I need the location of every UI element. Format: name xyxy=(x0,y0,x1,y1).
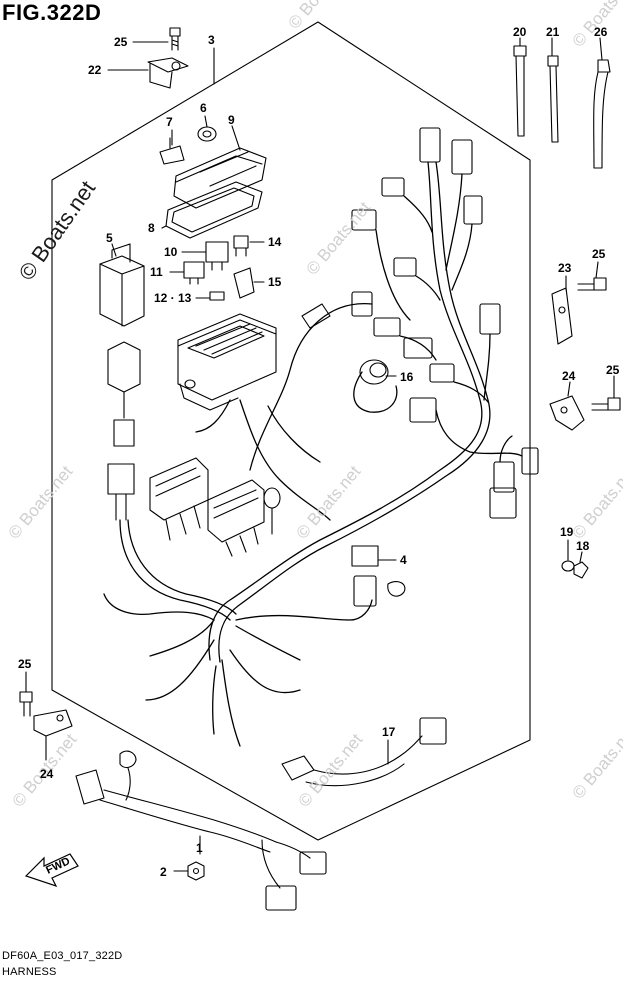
callout-10: 10 xyxy=(164,245,178,259)
callout-17: 17 xyxy=(382,725,396,739)
part-23-bracket xyxy=(551,287,573,345)
callout-25-top: 25 xyxy=(114,35,128,49)
assembly-outline xyxy=(51,21,531,841)
figure-code: DF60A_E03_017_322D xyxy=(2,950,123,962)
part-4-connector xyxy=(351,545,406,607)
part-25-bolt-right-a xyxy=(577,277,607,291)
callout-3: 3 xyxy=(208,33,215,47)
watermark-faint-6: © Boats.net xyxy=(569,462,623,543)
part-10-relay xyxy=(205,241,229,271)
main-fuse-box xyxy=(177,313,277,411)
callout-19: 19 xyxy=(560,525,574,539)
part-22-bracket xyxy=(147,57,189,89)
part-6-grommet xyxy=(197,126,217,142)
callout-18: 18 xyxy=(576,539,590,553)
callout-23: 23 xyxy=(558,261,572,275)
callout-25-right-b: 25 xyxy=(606,363,620,377)
watermark-faint-8: © Boats.net xyxy=(295,730,367,811)
callout-15: 15 xyxy=(268,275,282,289)
callout-1: 1 xyxy=(196,841,203,855)
part-17-harness xyxy=(281,717,447,787)
callout-5: 5 xyxy=(106,231,113,245)
part-7-clip xyxy=(159,137,185,165)
callout-20: 20 xyxy=(513,25,527,39)
part-21-cable-tie xyxy=(547,55,559,143)
connector-left-2 xyxy=(107,463,135,521)
part-2-nut xyxy=(187,861,205,881)
part-18-nut xyxy=(573,561,589,579)
part-20-cable-tie xyxy=(513,45,527,137)
connector-block-a xyxy=(149,457,209,541)
watermark-faint-4: © Boats.net xyxy=(5,462,77,543)
callout-16: 16 xyxy=(400,370,414,384)
connector-top-right-1 xyxy=(351,127,539,519)
watermark-faint-1: © Boats.net xyxy=(285,0,357,33)
connector-left-1 xyxy=(107,341,141,447)
watermark-main: © Boats.net xyxy=(14,176,101,285)
part-25-bolt-right-b xyxy=(591,397,621,411)
callout-25-right-a: 25 xyxy=(592,247,606,261)
callout-24-right: 24 xyxy=(562,369,576,383)
callout-4: 4 xyxy=(400,553,407,567)
sensor-plug-left xyxy=(301,303,331,329)
part-24-bracket-right xyxy=(549,395,585,431)
part-25-bolt-lower-left xyxy=(19,691,33,717)
part-26-cable-tie xyxy=(593,59,611,169)
part-11-relay-small xyxy=(183,261,205,285)
callout-21: 21 xyxy=(546,25,560,39)
part-19-washer xyxy=(561,560,575,572)
figure-name: HARNESS xyxy=(2,966,57,978)
harness-lower-left xyxy=(103,519,373,747)
part-1-harness xyxy=(75,750,327,911)
watermark-faint-9: © Boats.net xyxy=(569,722,623,803)
callout-6: 6 xyxy=(200,101,207,115)
part-5-relay-box xyxy=(99,243,145,327)
callout-7: 7 xyxy=(166,115,173,129)
watermark-faint-5: © Boats.net xyxy=(293,462,365,543)
part-25-bolt-top xyxy=(169,27,181,51)
callout-26: 26 xyxy=(594,25,608,39)
figure-title: FIG.322D xyxy=(2,0,102,25)
part-14-fuse xyxy=(233,235,249,257)
callout-14: 14 xyxy=(268,235,282,249)
harness-trunk xyxy=(195,161,523,663)
watermark-faint-3: © Boats.net xyxy=(303,198,375,279)
callout-22: 22 xyxy=(88,63,102,77)
connector-block-b xyxy=(207,479,265,557)
part-9-cover xyxy=(173,147,267,209)
fwd-direction-arrow: FWD xyxy=(24,853,79,888)
callout-24-lower-left: 24 xyxy=(40,767,54,781)
callout-labels: 25 22 3 7 6 9 8 5 10 14 11 15 12 · 13 16… xyxy=(18,25,620,879)
callout-9: 9 xyxy=(228,113,235,127)
callout-25-lower-left: 25 xyxy=(18,657,32,671)
callout-11: 11 xyxy=(150,265,163,279)
connector-small-oval xyxy=(263,487,281,535)
part-15-cap xyxy=(233,267,255,299)
callout-12-13: 12 · 13 xyxy=(154,291,192,305)
callout-2: 2 xyxy=(160,865,167,879)
part-24-bracket-lower-left xyxy=(33,709,73,737)
callout-8: 8 xyxy=(148,221,155,235)
part-16-sensor xyxy=(359,359,389,385)
part-8-seal xyxy=(165,181,263,239)
part-12-13-fuse xyxy=(209,291,225,301)
